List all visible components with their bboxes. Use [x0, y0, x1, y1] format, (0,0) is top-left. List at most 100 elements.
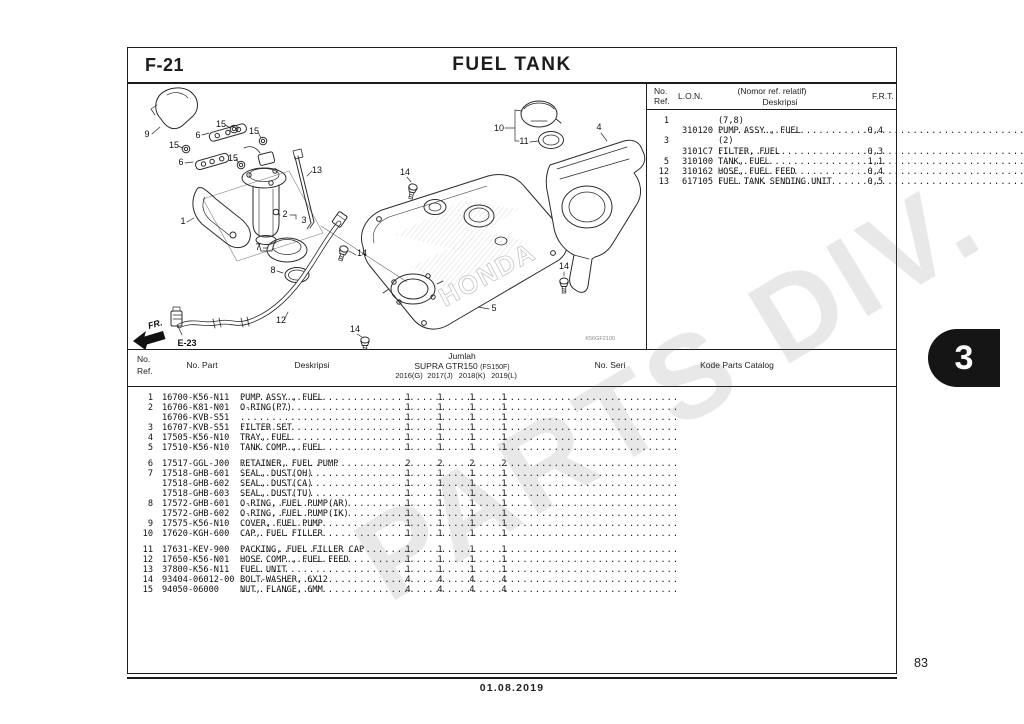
callout-2: 2	[282, 209, 287, 219]
ref-col-frt: F.R.T.	[872, 91, 894, 101]
ref-table-row: 3(2)	[663, 136, 734, 147]
callout-7: 7	[255, 242, 260, 252]
callout-15: 15	[228, 153, 238, 163]
footer-date: 01.08.2019	[479, 682, 545, 694]
page-number: 83	[914, 656, 928, 670]
leader-lines	[151, 109, 608, 338]
subassembly-box	[202, 170, 324, 262]
callout-11: 11	[519, 136, 528, 146]
callout-15: 15	[216, 119, 226, 129]
callout-1: 1	[180, 216, 185, 226]
exploded-diagram: HONDA E-23 FR. K56GF2100 915615156151312…	[133, 87, 646, 350]
fr-direction-arrow	[133, 331, 166, 350]
nut	[258, 136, 268, 146]
ref-col-lon: L.O.N.	[678, 91, 703, 101]
parts-col-part: No. Part	[186, 360, 218, 370]
seal-ring-7	[266, 237, 308, 263]
parts-table-top-rule	[127, 349, 897, 351]
callout-15: 15	[169, 140, 179, 150]
callout-8: 8	[270, 265, 275, 275]
parts-col-kode: Kode Parts Catalog	[700, 360, 774, 370]
page-title: FUEL TANK	[452, 54, 572, 75]
parts-col-no: No.	[137, 354, 151, 364]
ref-col-ref: Ref.	[654, 96, 670, 106]
title-divider	[127, 82, 897, 84]
tray-part	[192, 186, 251, 249]
e23-connector	[170, 306, 183, 327]
callout-6: 6	[178, 157, 183, 167]
fuel-tank	[361, 173, 568, 330]
year-col-2017: 2017(J)	[427, 371, 453, 380]
flange-bolt	[335, 244, 350, 263]
callout-12: 12	[276, 315, 286, 325]
section-tab: 3	[928, 329, 1000, 387]
content-frame	[127, 47, 897, 674]
retainer-plate-2	[195, 152, 230, 171]
fuel-pump-assembly	[241, 146, 287, 252]
parts-table-header-rule	[127, 386, 897, 388]
parts-col-jumlah: Jumlah	[448, 351, 476, 361]
fr-label: FR.	[147, 317, 164, 331]
year-col-2018: 2018(K)	[458, 371, 486, 380]
callout-6: 6	[195, 130, 200, 140]
retainer-plate-1	[208, 123, 247, 142]
year-col-2016: 2016(G)	[395, 371, 423, 380]
tank-cover	[545, 139, 646, 293]
ref-col-relatif: (Nomor ref. relatif)	[737, 86, 807, 96]
flange-bolt	[559, 277, 569, 294]
cover-part	[155, 87, 198, 130]
ref-table-header-rule	[647, 109, 897, 111]
callout-10: 10	[494, 123, 504, 133]
diagram-code: K56GF2100	[585, 336, 615, 342]
callout-14: 14	[400, 167, 410, 177]
callout-5: 5	[491, 303, 496, 313]
fuel-hose	[176, 220, 342, 329]
parts-col-deskripsi: Deskripsi	[294, 360, 330, 370]
callout-14: 14	[350, 324, 360, 334]
callout-3: 3	[301, 215, 306, 225]
callout-13: 13	[312, 165, 322, 175]
ref-table-divider	[646, 83, 648, 349]
callout-15: 15	[249, 126, 259, 136]
bottom-double-rule	[127, 677, 897, 679]
year-col-2019: 2019(L)	[491, 371, 517, 380]
filler-seal	[538, 131, 564, 149]
flange-bolt	[405, 182, 419, 201]
callout-9: 9	[144, 129, 149, 139]
ref-col-deskripsi: Deskripsi	[762, 97, 798, 107]
ref-col-no: No.	[654, 86, 668, 96]
callout-4: 4	[596, 122, 601, 132]
ref-table-row: 1(7,8)	[663, 116, 744, 126]
nut	[181, 144, 191, 154]
parts-col-seri: No. Seri	[594, 360, 626, 370]
callout-14: 14	[357, 248, 367, 258]
callout-14: 14	[559, 261, 569, 271]
flange-bolt	[360, 336, 370, 350]
